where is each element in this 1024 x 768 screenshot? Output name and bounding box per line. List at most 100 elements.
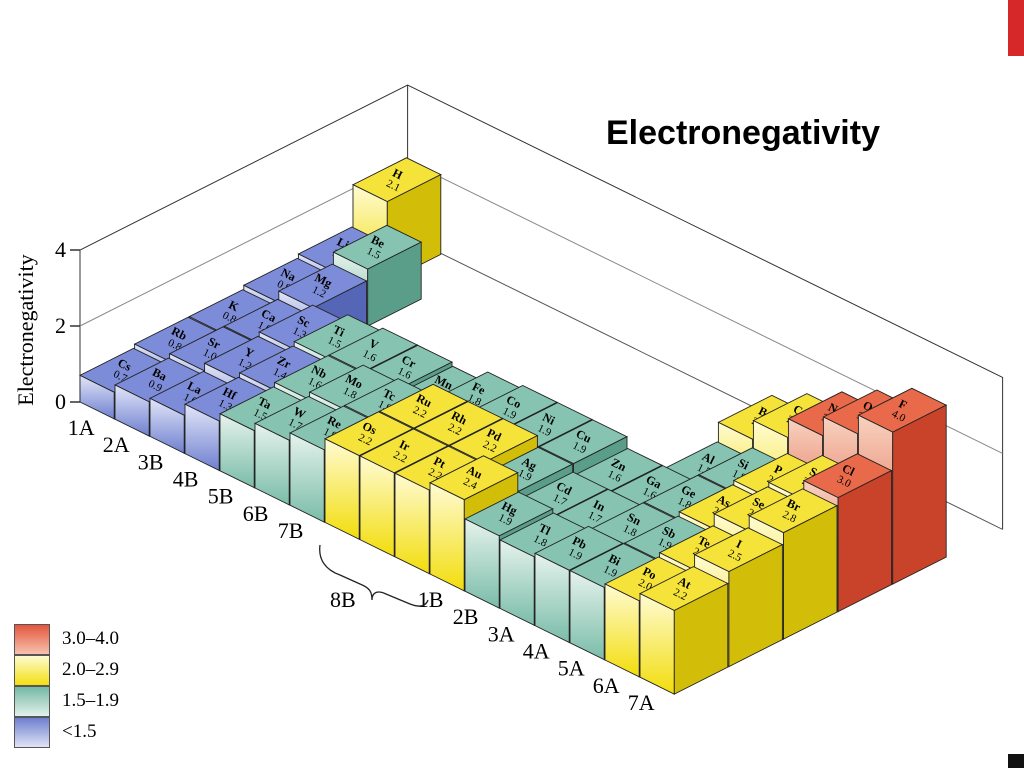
element-value: 2.2	[671, 586, 689, 603]
element-symbol: Zn	[609, 455, 629, 474]
element-value: 0.9	[146, 378, 164, 395]
corner-footer-mark	[1008, 754, 1024, 768]
bar-side	[673, 582, 729, 695]
element-value: 1.9	[496, 512, 514, 529]
element-value: 1.6	[396, 365, 414, 382]
bar-front	[394, 472, 430, 575]
element-value: 2.5	[726, 547, 744, 564]
bar-front	[429, 482, 465, 592]
element-value: 1.5	[365, 245, 383, 262]
element-symbol: As	[715, 492, 733, 511]
element-symbol: Rh	[449, 408, 469, 427]
element-symbol: Nb	[309, 362, 329, 381]
element-value: 2.2	[356, 431, 374, 448]
element-symbol: Re	[325, 413, 344, 432]
element-symbol: Pb	[570, 533, 589, 552]
element-symbol: Co	[504, 392, 523, 411]
element-symbol: Cu	[574, 426, 594, 445]
corner-accent-bar	[1008, 0, 1024, 56]
element-symbol: Mo	[343, 371, 365, 391]
bar-side	[728, 543, 783, 668]
element-value: 2.4	[461, 476, 479, 493]
element-symbol: At	[676, 574, 694, 592]
element-symbol: Po	[640, 564, 658, 582]
element-value: 2.2	[446, 421, 464, 438]
element-symbol: Sb	[660, 523, 678, 542]
legend-label: 2.0–2.9	[62, 659, 119, 680]
legend-label: 1.5–1.9	[62, 690, 119, 711]
group-label: 3B	[138, 449, 164, 474]
y-tick-label: 4	[55, 237, 66, 262]
element-symbol: Ba	[150, 365, 169, 384]
element-value: 2.1	[384, 177, 402, 194]
element-symbol: Be	[369, 232, 388, 251]
element-symbol: Hg	[500, 499, 520, 518]
element-symbol: Sn	[625, 510, 643, 529]
bar-at: At2.2	[638, 566, 729, 695]
element-value: 2.2	[411, 404, 429, 421]
element-value: 1.8	[621, 522, 639, 539]
element-symbol: Ru	[414, 391, 434, 410]
element-value: 1.7	[586, 509, 604, 526]
element-symbol: Cs	[115, 355, 133, 374]
group-8b-bracket	[319, 544, 429, 607]
legend-swatch	[14, 655, 50, 686]
legend-label: <1.5	[62, 721, 97, 742]
bar-front	[639, 592, 675, 695]
element-symbol: Zr	[275, 353, 294, 372]
element-value: 4.0	[890, 408, 908, 425]
element-symbol: Os	[360, 419, 379, 438]
y-tick-label: 2	[55, 313, 66, 338]
element-value: 3.0	[835, 473, 853, 490]
group-label: 7B	[278, 518, 304, 543]
element-value: 2.2	[481, 438, 499, 455]
bar-front	[359, 455, 395, 558]
element-symbol: Ge	[679, 482, 699, 501]
element-symbol: Ta	[256, 394, 274, 412]
group-label: 2B	[453, 604, 479, 629]
element-symbol: Ga	[644, 472, 664, 491]
bar-front	[604, 583, 640, 678]
group-label: 1B	[418, 587, 444, 612]
legend-swatch	[14, 717, 50, 748]
bar-side	[783, 504, 838, 640]
element-symbol: Br	[785, 496, 804, 515]
y-axis-label: Electronegativity	[13, 254, 38, 406]
element-value: 1.6	[606, 468, 624, 485]
bars-layer: H2.1Li1.0Be1.5B2.0C2.5N3.0O3.5F4.0Na0.9M…	[78, 157, 948, 695]
element-symbol: Mg	[313, 270, 335, 290]
group-label: 4A	[523, 639, 550, 664]
element-value: 1.8	[341, 385, 359, 402]
group-label: 6A	[593, 673, 620, 698]
legend-swatch	[14, 624, 50, 655]
legend-label: 3.0–4.0	[62, 628, 119, 649]
element-value: 1.9	[516, 467, 534, 484]
element-symbol: Au	[465, 462, 485, 481]
element-value: 1.7	[551, 492, 569, 509]
group-label: 7A	[628, 690, 655, 715]
element-symbol: La	[185, 378, 204, 397]
bar-side	[892, 404, 947, 585]
element-symbol: Cr	[399, 352, 418, 371]
element-value: 1.2	[310, 284, 328, 301]
element-value: 1.9	[536, 422, 554, 439]
element-value: 1.6	[361, 348, 379, 365]
group-label: 3A	[488, 621, 515, 646]
element-value: 2.2	[391, 449, 409, 466]
element-value: 2.8	[781, 508, 799, 525]
element-symbol: Pd	[485, 426, 504, 445]
bar-side	[367, 241, 422, 327]
element-symbol: Ag	[519, 454, 538, 473]
group-label: 5A	[558, 656, 585, 681]
group-label: 8B	[330, 587, 356, 612]
group-label: 4B	[173, 467, 199, 492]
group-label: 5B	[208, 484, 234, 509]
element-symbol: Rb	[169, 324, 189, 343]
element-symbol: Cd	[554, 479, 574, 498]
element-value: 1.9	[601, 563, 619, 580]
group-label: 1A	[68, 415, 95, 440]
element-value: 1.8	[531, 533, 549, 550]
bar-side	[837, 469, 893, 613]
